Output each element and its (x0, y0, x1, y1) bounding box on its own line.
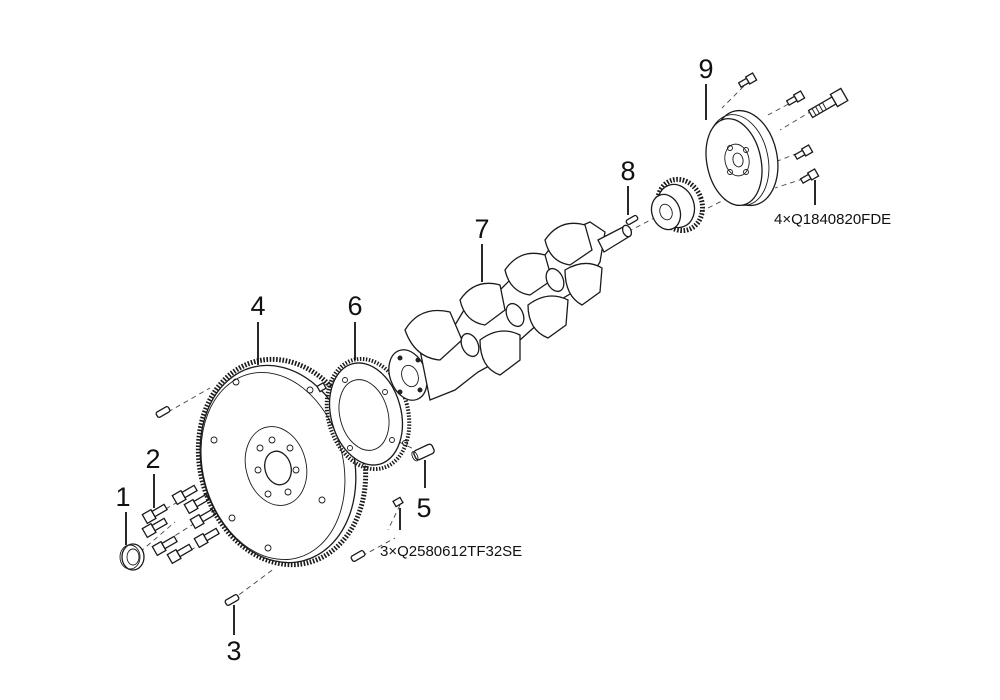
part-9-pulley (705, 72, 849, 207)
part-2-bolts (141, 484, 220, 565)
part-3-dowel-pins (155, 405, 366, 607)
part-5-sleeve (392, 440, 435, 508)
callout-3: 3 (226, 636, 241, 666)
callout-8: 8 (620, 156, 635, 186)
callout-9: 9 (698, 54, 713, 84)
callout-7: 7 (474, 214, 489, 244)
callout-2: 2 (145, 444, 160, 474)
part-7-crankshaft (388, 221, 633, 401)
part-6-drive-plate (316, 356, 412, 472)
note-pulley-bolts: 4×Q1840820FDE (774, 211, 891, 228)
part-notes: 3×Q2580612TF32SE 4×Q1840820FDE (380, 211, 891, 560)
callout-leaders (125, 84, 816, 635)
callout-numbers: 1 2 3 4 5 6 7 8 9 (115, 54, 713, 666)
callout-6: 6 (347, 291, 362, 321)
part-8-sprocket (625, 176, 706, 234)
part-1-seal (119, 543, 145, 571)
callout-5: 5 (416, 493, 431, 523)
callout-1: 1 (115, 482, 130, 512)
note-flywheel-bolts: 3×Q2580612TF32SE (380, 543, 522, 560)
callout-4: 4 (250, 291, 265, 321)
